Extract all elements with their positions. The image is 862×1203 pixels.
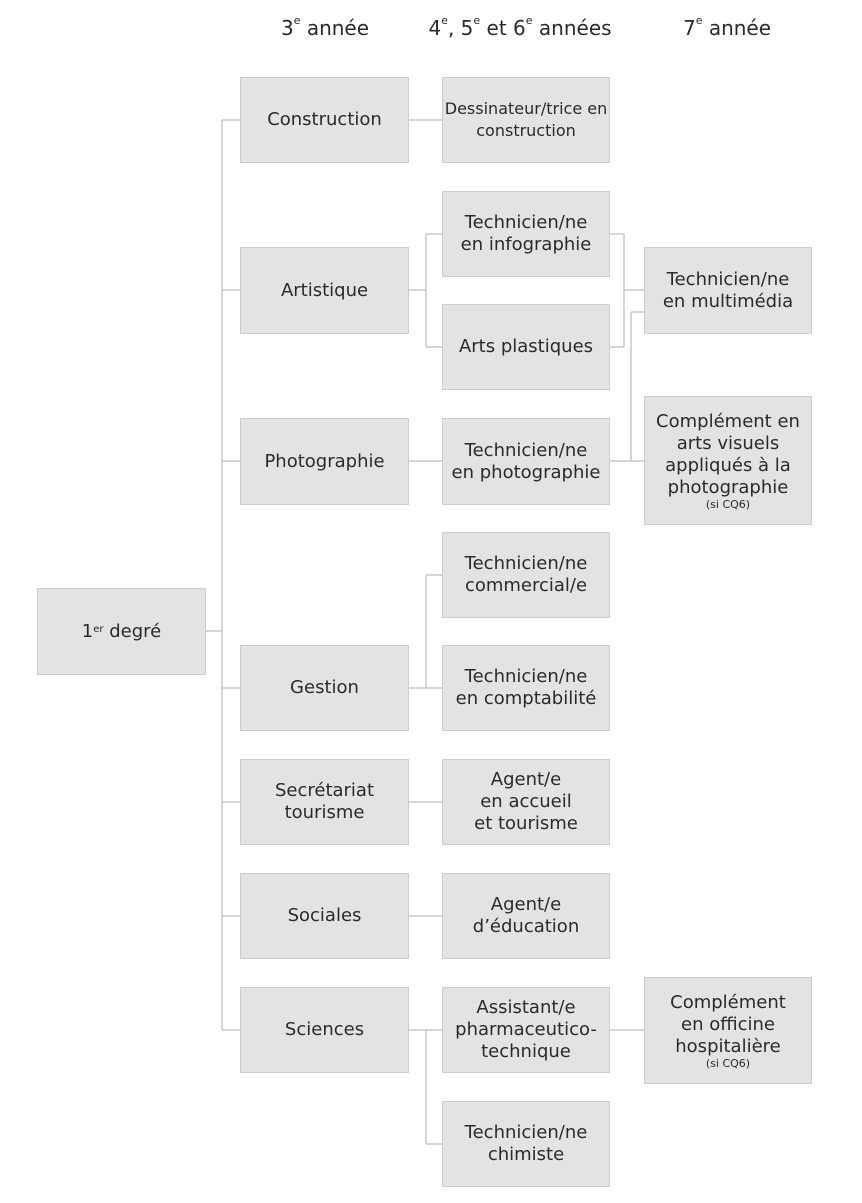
header-3e-annee: 3e année xyxy=(280,14,370,40)
node-1er-degre: 1er degré xyxy=(37,588,206,675)
node-sciences: Sciences xyxy=(240,987,409,1073)
note-si-cq6: (si CQ6) xyxy=(705,497,751,511)
node-sociales: Sociales xyxy=(240,873,409,959)
node-construction: Construction xyxy=(240,77,409,163)
node-photographie: Photographie xyxy=(240,418,409,505)
node-secretariat-tourisme: Secrétariat tourisme xyxy=(240,759,409,845)
header-4e-5e-6e-annees: 4e, 5e et 6e années xyxy=(428,14,612,40)
node-artistique: Artistique xyxy=(240,247,409,334)
header-7e-annee: 7e année xyxy=(682,14,772,40)
note-si-cq6: (si CQ6) xyxy=(705,1056,751,1070)
node-arts-plastiques: Arts plastiques xyxy=(442,304,610,390)
node-gestion: Gestion xyxy=(240,645,409,731)
